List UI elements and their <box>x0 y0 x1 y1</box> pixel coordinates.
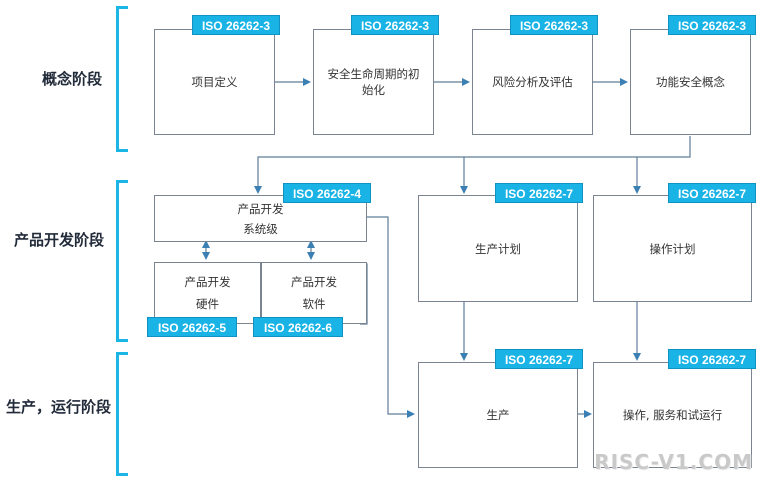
box-operation-planning: 操作计划 <box>593 195 752 302</box>
phase-label-development: 产品开发阶段 <box>14 231 105 249</box>
tag-safety-lifecycle-init: ISO 26262-3 <box>351 15 439 35</box>
box-production-planning: 生产计划 <box>418 195 578 302</box>
box-hardware: 产品开发 硬件 <box>154 262 261 324</box>
tag-item-definition: ISO 26262-3 <box>192 15 280 35</box>
tag-software: ISO 26262-6 <box>253 317 343 337</box>
box-item-definition: 项目定义 <box>154 29 275 135</box>
box-software-line2: 软件 <box>302 297 326 311</box>
box-functional-safety-concept-text: 功能安全概念 <box>656 75 725 89</box>
arrow-system-to-production <box>367 216 415 418</box>
tag-operation-planning: ISO 26262-7 <box>668 183 756 203</box>
phase-label-concept: 概念阶段 <box>42 70 103 88</box>
phase-bracket-concept <box>116 6 128 152</box>
tag-operation-service: ISO 26262-7 <box>668 349 756 369</box>
tag-production: ISO 26262-7 <box>495 349 583 369</box>
box-software-line1: 产品开发 <box>291 275 337 289</box>
box-safety-lifecycle-init-text: 安全生命周期的初始化 <box>327 67 420 97</box>
box-item-definition-text: 项目定义 <box>191 75 238 89</box>
box-functional-safety-concept: 功能安全概念 <box>630 29 751 135</box>
box-system-level-line2: 系统级 <box>243 221 278 236</box>
box-operation-service: 操作, 服务和试运行 <box>593 362 752 468</box>
tag-hardware: ISO 26262-5 <box>147 317 237 337</box>
tag-functional-safety-concept: ISO 26262-3 <box>668 15 756 35</box>
box-hardware-line1: 产品开发 <box>184 275 231 289</box>
box-hazard-analysis: 风险分析及评估 <box>472 29 593 135</box>
phase-label-production: 生产，运行阶段 <box>6 398 112 416</box>
box-system-level-line1: 产品开发 <box>237 201 284 216</box>
phase-bracket-development <box>116 180 128 342</box>
box-safety-lifecycle-init: 安全生命周期的初始化 <box>313 29 434 135</box>
box-operation-planning-text: 操作计划 <box>649 241 696 256</box>
box-hazard-analysis-text: 风险分析及评估 <box>492 75 573 89</box>
tag-production-planning: ISO 26262-7 <box>495 183 583 203</box>
box-hardware-line2: 硬件 <box>196 297 219 311</box>
tag-hazard-analysis: ISO 26262-3 <box>510 15 598 35</box>
box-software: 产品开发 软件 <box>261 262 367 324</box>
phase-bracket-production <box>116 352 128 476</box>
arrow-concept-to-system <box>254 136 691 194</box>
tag-system-level: ISO 26262-4 <box>283 183 371 203</box>
box-operation-service-text: 操作, 服务和试运行 <box>622 408 723 422</box>
box-production-text: 生产 <box>486 408 510 422</box>
box-production: 生产 <box>418 362 578 468</box>
watermark: RISC-V1.COM <box>594 450 753 474</box>
box-production-planning-text: 生产计划 <box>475 241 521 256</box>
